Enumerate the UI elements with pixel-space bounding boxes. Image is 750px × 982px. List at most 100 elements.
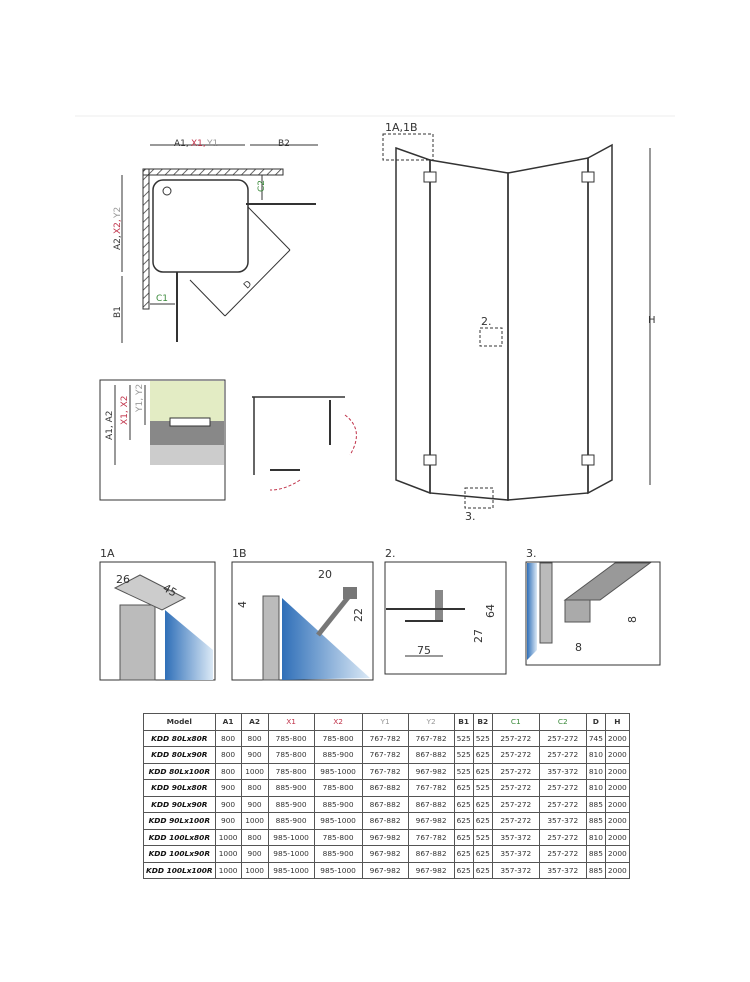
section-detail: A1, A2 X1, X2 Y1, Y2 xyxy=(99,379,226,501)
value-cell: 2000 xyxy=(604,812,630,830)
value-cell: 767-782 xyxy=(407,779,455,797)
value-cell: 2000 xyxy=(604,795,630,813)
callout-2: 2. xyxy=(481,315,492,328)
column-header-y2: Y2 xyxy=(407,713,455,731)
dim-27: 27 xyxy=(472,629,485,643)
value-cell: 967-982 xyxy=(361,828,409,846)
value-cell: 985-1000 xyxy=(313,762,363,780)
value-cell: 885-900 xyxy=(267,779,315,797)
dim-8-width: 8 xyxy=(575,641,582,654)
dim-22: 22 xyxy=(352,608,365,622)
dim-64: 64 xyxy=(484,604,497,618)
door-swing-diagram xyxy=(252,396,357,491)
column-header-h: H xyxy=(604,713,630,731)
value-cell: 2000 xyxy=(604,861,630,879)
model-cell: KDD 100Lx100R xyxy=(143,861,216,879)
dim-y1: Y1 xyxy=(206,139,218,149)
dim-y2: Y2 xyxy=(113,207,123,219)
model-cell: KDD 100Lx90R xyxy=(143,845,216,863)
detail-1b: 1B 20 4 22 xyxy=(231,547,374,681)
value-cell: 967-982 xyxy=(407,861,455,879)
value-cell: 985-1000 xyxy=(267,828,315,846)
value-cell: 810 xyxy=(585,779,606,797)
section-y: Y1, Y2 xyxy=(135,384,145,413)
value-cell: 525 xyxy=(472,729,493,747)
value-cell: 257-272 xyxy=(538,828,587,846)
section-a: A1, A2 xyxy=(105,411,115,441)
value-cell: 1000 xyxy=(240,762,269,780)
value-cell: 2000 xyxy=(604,779,630,797)
value-cell: 800 xyxy=(240,729,269,747)
value-cell: 800 xyxy=(214,762,242,780)
value-cell: 900 xyxy=(240,746,269,764)
value-cell: 967-982 xyxy=(361,845,409,863)
value-cell: 357-372 xyxy=(538,762,587,780)
value-cell: 525 xyxy=(453,746,474,764)
detail-label: 1B xyxy=(232,547,247,560)
value-cell: 885-900 xyxy=(313,845,363,863)
value-cell: 1000 xyxy=(240,861,269,879)
dim-h: H xyxy=(648,315,656,326)
value-cell: 885 xyxy=(585,812,606,830)
value-cell: 785-800 xyxy=(267,746,315,764)
value-cell: 625 xyxy=(453,812,474,830)
detail-label: 1A xyxy=(100,547,115,560)
value-cell: 900 xyxy=(240,795,269,813)
value-cell: 257-272 xyxy=(538,779,587,797)
value-cell: 625 xyxy=(453,861,474,879)
dim-c2: C2 xyxy=(257,180,267,192)
value-cell: 885-900 xyxy=(313,746,363,764)
value-cell: 767-782 xyxy=(361,746,409,764)
callout-3: 3. xyxy=(465,510,476,523)
value-cell: 525 xyxy=(472,779,493,797)
value-cell: 967-982 xyxy=(407,812,455,830)
value-cell: 867-882 xyxy=(361,795,409,813)
column-header-x1: X1 xyxy=(267,713,315,731)
value-cell: 525 xyxy=(453,762,474,780)
value-cell: 2000 xyxy=(604,729,630,747)
value-cell: 357-372 xyxy=(491,845,540,863)
value-cell: 257-272 xyxy=(491,795,540,813)
dim-75: 75 xyxy=(417,644,431,657)
value-cell: 625 xyxy=(453,845,474,863)
value-cell: 2000 xyxy=(604,845,630,863)
dim-c1: C1 xyxy=(156,294,168,304)
plan-view: A1, X1, Y1 B2 D C2 C1 A2, X2, Y2 B1 xyxy=(113,139,318,343)
value-cell: 900 xyxy=(214,795,242,813)
dim-b1: B1 xyxy=(113,306,123,318)
value-cell: 967-982 xyxy=(407,762,455,780)
column-header-x2: X2 xyxy=(313,713,363,731)
model-cell: KDD 80Lx80R xyxy=(143,729,216,747)
detail-2: 2. 75 64 27 xyxy=(384,547,507,675)
value-cell: 800 xyxy=(214,746,242,764)
value-cell: 257-272 xyxy=(538,746,587,764)
dim-4: 4 xyxy=(236,601,249,608)
value-cell: 785-800 xyxy=(267,729,315,747)
dim-a2: A2, xyxy=(113,235,123,250)
value-cell: 800 xyxy=(240,828,269,846)
value-cell: 885 xyxy=(585,795,606,813)
value-cell: 625 xyxy=(472,795,493,813)
value-cell: 257-272 xyxy=(491,729,540,747)
value-cell: 985-1000 xyxy=(313,812,363,830)
model-cell: KDD 90Lx80R xyxy=(143,779,216,797)
value-cell: 257-272 xyxy=(538,729,587,747)
model-cell: KDD 80Lx100R xyxy=(143,762,216,780)
value-cell: 867-882 xyxy=(407,845,455,863)
value-cell: 985-1000 xyxy=(267,861,315,879)
value-cell: 257-272 xyxy=(491,779,540,797)
value-cell: 967-982 xyxy=(361,861,409,879)
value-cell: 885 xyxy=(585,845,606,863)
value-cell: 810 xyxy=(585,828,606,846)
dim-45: 45 xyxy=(161,581,180,599)
value-cell: 257-272 xyxy=(491,746,540,764)
column-header-a2: A2 xyxy=(240,713,269,731)
value-cell: 885-900 xyxy=(267,795,315,813)
value-cell: 625 xyxy=(472,812,493,830)
